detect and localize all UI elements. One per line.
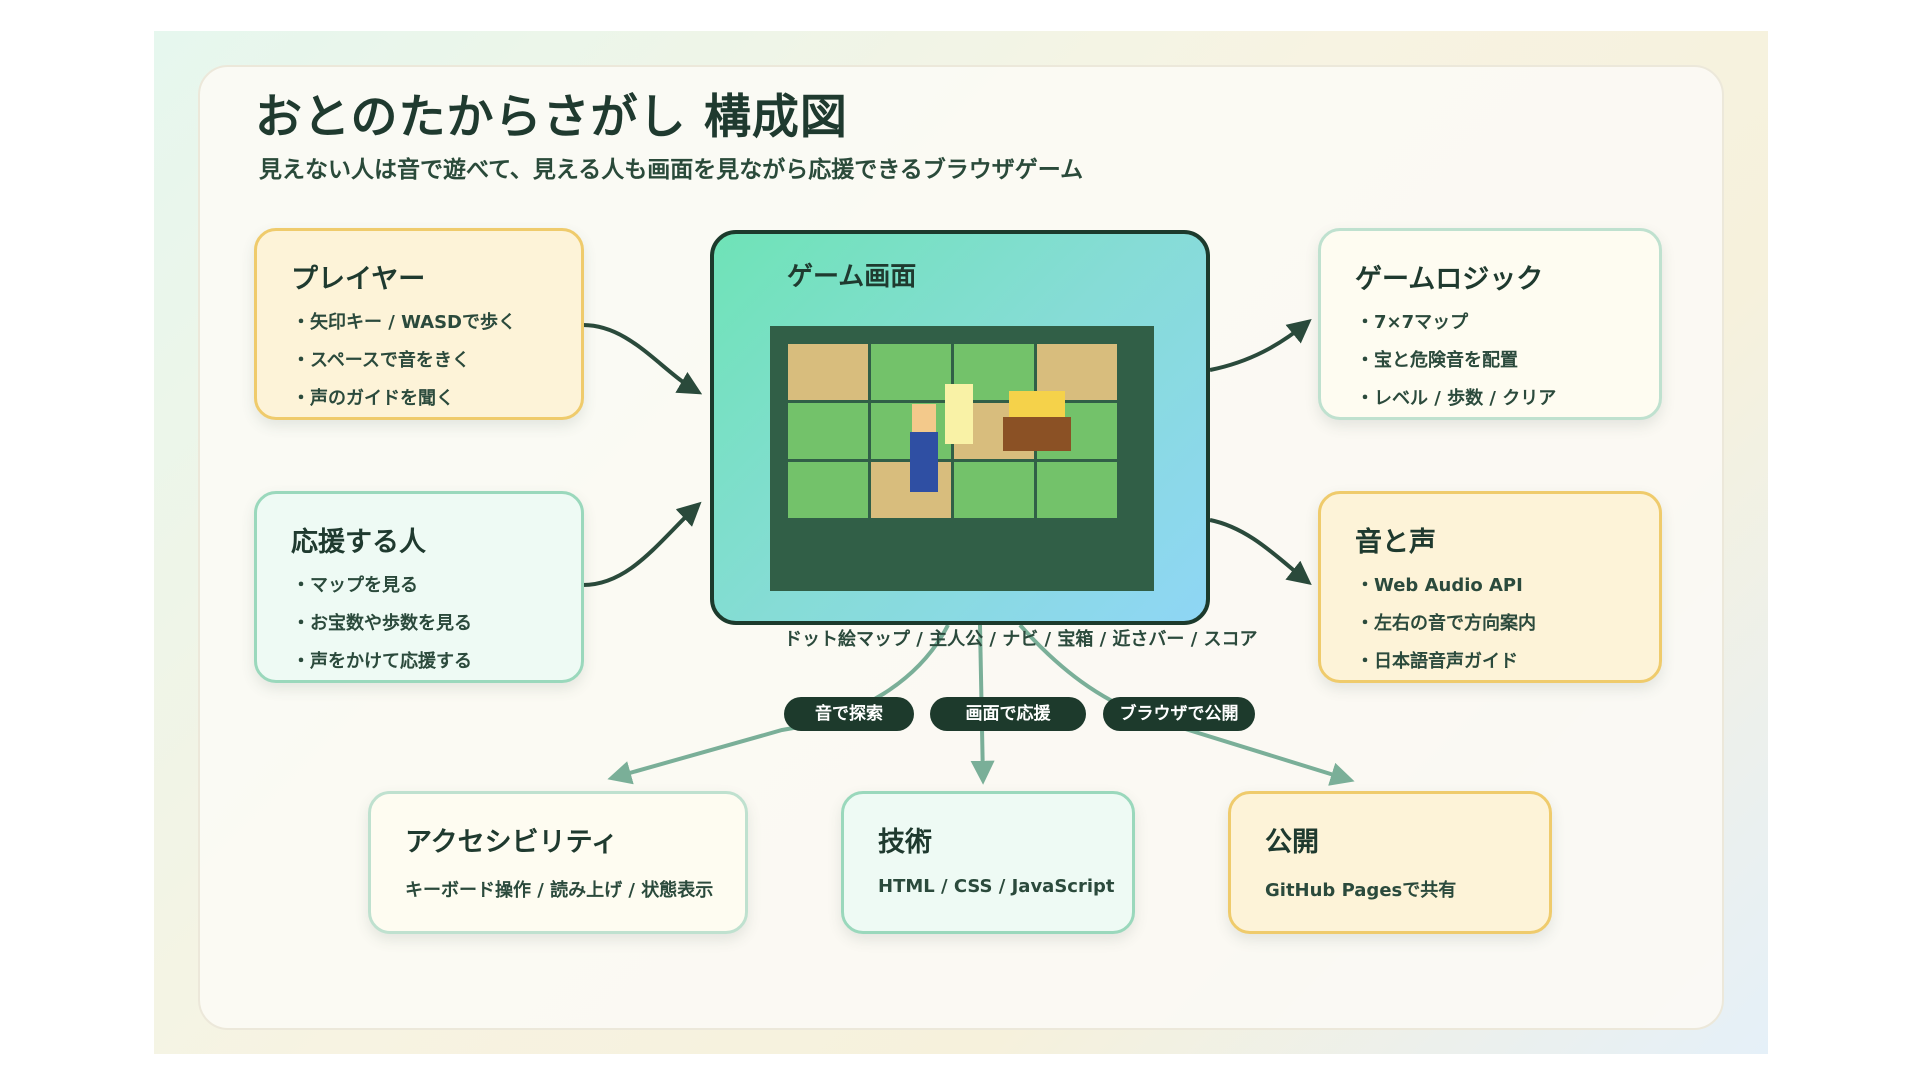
list-item: ・7×7マップ	[1356, 312, 1469, 333]
logic-card-list: ・7×7マップ ・宝と危険音を配置 ・レベル / 歩数 / クリア	[1356, 309, 1556, 423]
tech-card: 技術 HTML / CSS / JavaScript	[841, 791, 1135, 934]
game-screen-title: ゲーム画面	[787, 262, 917, 292]
game-screen-caption: ドット絵マップ / 主人公 / ナビ / 宝箱 / 近さバー / スコア	[784, 629, 1258, 650]
player-card-title: プレイヤー	[291, 264, 426, 295]
supporter-card-title: 応援する人	[291, 527, 426, 558]
accessibility-card-text: キーボード操作 / 読み上げ / 状態表示	[405, 880, 714, 901]
list-item: ・声のガイドを聞く	[292, 388, 454, 409]
publish-card-text: GitHub Pagesで共有	[1265, 880, 1457, 901]
list-item: ・左右の音で方向案内	[1356, 613, 1536, 634]
label-support: 画面で応援	[930, 697, 1086, 731]
logic-card: ゲームロジック ・7×7マップ ・宝と危険音を配置 ・レベル / 歩数 / クリ…	[1318, 228, 1662, 420]
arrow-player-to-screen	[582, 323, 703, 395]
hero-sprite	[910, 404, 938, 499]
logic-card-title: ゲームロジック	[1355, 264, 1544, 295]
treasure-chest	[1003, 391, 1071, 451]
supporter-card: 応援する人 ・マップを見る ・お宝数や歩数を見る ・声をかけて応援する	[254, 491, 584, 683]
sound-card-list: ・Web Audio API ・左右の音で方向案内 ・日本語音声ガイド	[1356, 572, 1536, 686]
list-item: ・Web Audio API	[1356, 575, 1523, 596]
tech-card-title: 技術	[878, 827, 932, 858]
sound-card: 音と声 ・Web Audio API ・左右の音で方向案内 ・日本語音声ガイド	[1318, 491, 1662, 683]
arrow-screen-to-sound	[1209, 518, 1312, 585]
list-item: ・スペースで音をきく	[292, 350, 470, 371]
label-explore: 音で探索	[784, 697, 914, 731]
page-title: おとのたからさがし 構成図	[255, 90, 848, 145]
arrow-screen-to-logic	[1209, 318, 1312, 372]
navi-sprite	[945, 384, 973, 444]
player-card: プレイヤー ・矢印キー / WASDで歩く ・スペースで音をきく ・声のガイドを…	[254, 228, 584, 420]
tech-card-text: HTML / CSS / JavaScript	[878, 876, 1115, 897]
list-item: ・宝と危険音を配置	[1356, 350, 1518, 371]
list-item: ・矢印キー / WASDで歩く	[292, 312, 516, 333]
player-card-list: ・矢印キー / WASDで歩く ・スペースで音をきく ・声のガイドを聞く	[292, 309, 516, 423]
game-screen: ゲーム画面	[710, 230, 1210, 625]
arrow-supporter-to-screen	[582, 501, 702, 587]
accessibility-card-title: アクセシビリティ	[405, 827, 619, 858]
page-subtitle: 見えない人は音で遊べて、見える人も画面を見ながら応援できるブラウザゲーム	[259, 157, 1084, 183]
list-item: ・マップを見る	[292, 575, 418, 596]
label-browser: ブラウザで公開	[1103, 697, 1255, 731]
sound-card-title: 音と声	[1355, 527, 1436, 558]
supporter-card-list: ・マップを見る ・お宝数や歩数を見る ・声をかけて応援する	[292, 572, 472, 686]
accessibility-card: アクセシビリティ キーボード操作 / 読み上げ / 状態表示	[368, 791, 748, 934]
list-item: ・レベル / 歩数 / クリア	[1356, 388, 1557, 409]
pixel-map	[770, 326, 1154, 591]
list-item: ・日本語音声ガイド	[1356, 651, 1518, 672]
publish-card-title: 公開	[1265, 827, 1319, 858]
list-item: ・お宝数や歩数を見る	[292, 613, 472, 634]
list-item: ・声をかけて応援する	[292, 651, 472, 672]
publish-card: 公開 GitHub Pagesで共有	[1228, 791, 1552, 934]
